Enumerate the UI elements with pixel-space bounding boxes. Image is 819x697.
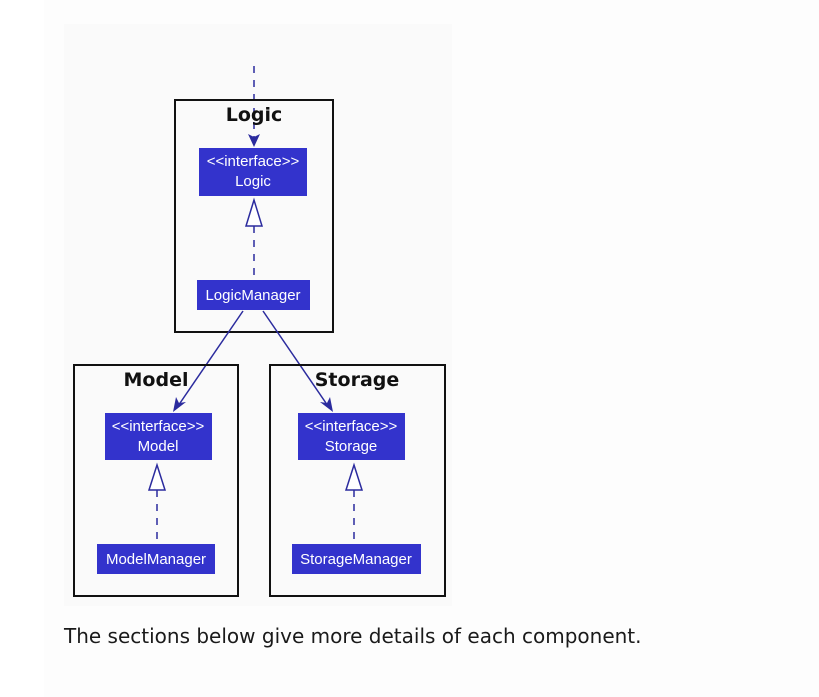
diagram-caption: The sections below give more details of … [64,624,642,648]
storage-package-title: Storage [315,369,400,391]
storage-realization-triangle-icon [344,462,364,491]
model-interface-stereotype: <<interface>> [112,418,205,435]
model-manager-label: ModelManager [106,551,206,568]
storage-manager-label: StorageManager [300,551,412,568]
storage-package [269,364,446,597]
model-interface-name: Model [138,438,179,455]
model-interface-class [105,413,212,460]
incoming-arrowhead-icon [248,134,260,147]
storage-interface-stereotype: <<interface>> [305,418,398,435]
storage-interface-class [298,413,405,460]
logic-realization-triangle-icon [244,197,264,227]
logic-interface-class [199,148,307,196]
model-package-title: Model [124,369,189,391]
logicmanager-to-storage-line [262,310,329,407]
model-manager-class [97,544,215,574]
storage-association-arrowhead-icon [320,397,333,412]
logic-interface-name: Logic [235,173,271,190]
storage-interface-name: Storage [325,438,378,455]
logic-package-title: Logic [226,104,283,126]
model-association-arrowhead-icon [173,397,186,412]
logicmanager-to-model-line [177,310,244,407]
logic-interface-stereotype: <<interface>> [207,153,300,170]
logic-manager-label: LogicManager [205,287,300,304]
architecture-diagram-background [64,24,452,606]
model-realization-triangle-icon [147,462,167,491]
storage-manager-class [292,544,421,574]
model-package [73,364,239,597]
logic-manager-class [197,280,310,310]
logic-package [174,99,334,333]
